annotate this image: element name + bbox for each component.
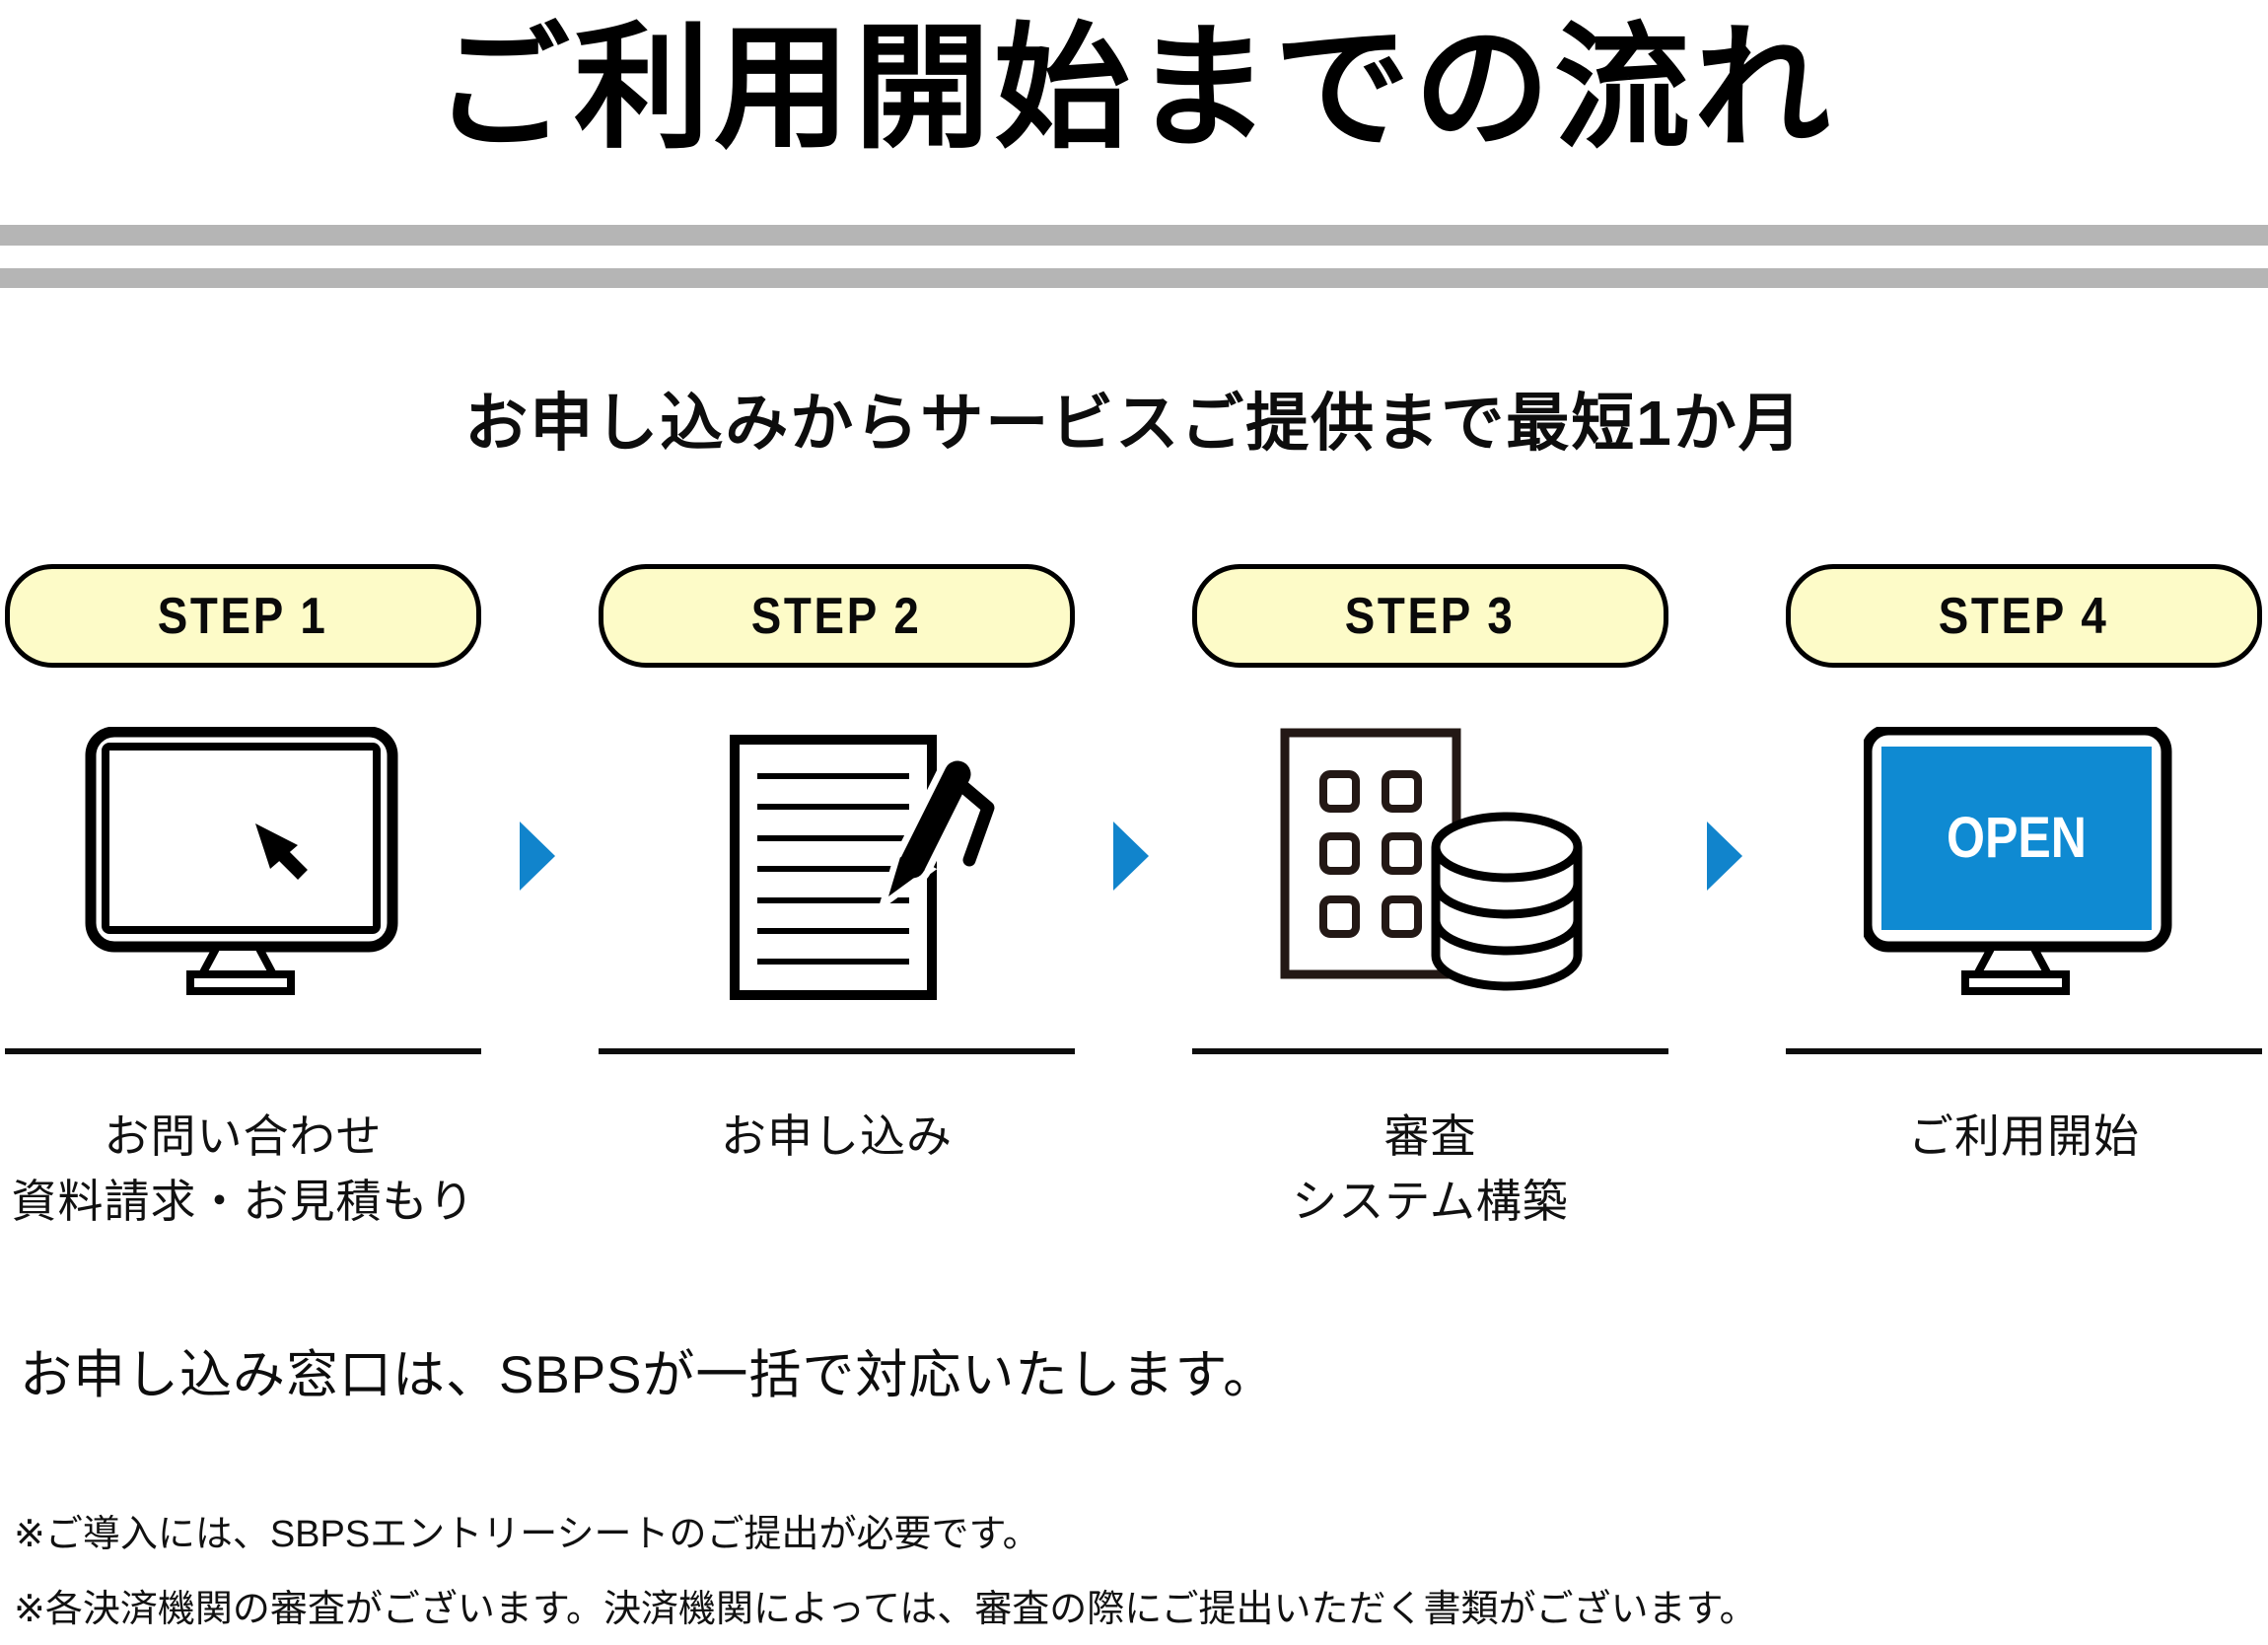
step-1-label-line1: お問い合わせ bbox=[104, 1110, 383, 1162]
step-1-column: STEP 1 お問い合わせ 資料請求・お見積もり bbox=[5, 552, 481, 1262]
step-2-column: STEP 2 お申し込み bbox=[599, 552, 1075, 1262]
step-4-label-line1: ご利用開始 bbox=[1908, 1110, 2140, 1162]
step-3-label-line2: システム構築 bbox=[1292, 1176, 1569, 1227]
step-2-badge: STEP 2 bbox=[599, 564, 1075, 668]
step-4-badge-label: STEP 4 bbox=[1939, 587, 2109, 645]
step-2-badge-label: STEP 2 bbox=[751, 587, 922, 645]
step-1-badge-label: STEP 1 bbox=[158, 587, 328, 645]
step-3-label-line1: 審査 bbox=[1383, 1110, 1477, 1162]
open-screen-text: OPEN bbox=[1947, 806, 2087, 870]
step-4-underline bbox=[1786, 1048, 2262, 1054]
step-2-label-line1: お申し込み bbox=[721, 1110, 953, 1162]
step-3-underline bbox=[1192, 1048, 1668, 1054]
step-1-badge: STEP 1 bbox=[5, 564, 481, 668]
lead-text: お申し込みからサービスご提供まで最短1か月 bbox=[464, 388, 1804, 459]
arrow-right-icon bbox=[1707, 822, 1742, 891]
step-1-label-line2: 資料請求・お見積もり bbox=[11, 1176, 475, 1227]
step-3-badge: STEP 3 bbox=[1192, 564, 1668, 668]
page-title: ご利用開始までの流れ bbox=[433, 13, 1834, 165]
divider-bar-bottom bbox=[0, 268, 2268, 288]
footnote-2: ※各決済機関の審査がございます。決済機関によっては、審査の際にご提出いただく書類… bbox=[14, 1589, 1757, 1630]
monitor-cursor-icon bbox=[84, 726, 399, 1003]
footnote-1: ※ご導入には、SBPSエントリーシートのご提出が必要です。 bbox=[14, 1514, 1040, 1555]
arrow-right-icon bbox=[520, 822, 555, 891]
building-database-icon bbox=[1277, 727, 1602, 1003]
step-2-underline bbox=[599, 1048, 1075, 1054]
step-3-badge-label: STEP 3 bbox=[1345, 587, 1516, 645]
arrow-right-icon bbox=[1113, 822, 1149, 891]
divider-bar-top bbox=[0, 225, 2268, 246]
step-4-column: STEP 4 OPEN ご利用開始 bbox=[1786, 552, 2262, 1262]
summary-statement: お申し込み窓口は、SBPSが一括で対応いたします。 bbox=[20, 1346, 1277, 1404]
step-1-underline bbox=[5, 1048, 481, 1054]
step-4-badge: STEP 4 bbox=[1786, 564, 2262, 668]
step-3-column: STEP 3 審査 システム構築 bbox=[1192, 552, 1668, 1262]
document-pen-icon bbox=[705, 727, 1030, 1013]
monitor-open-icon: OPEN bbox=[1861, 724, 2179, 1003]
